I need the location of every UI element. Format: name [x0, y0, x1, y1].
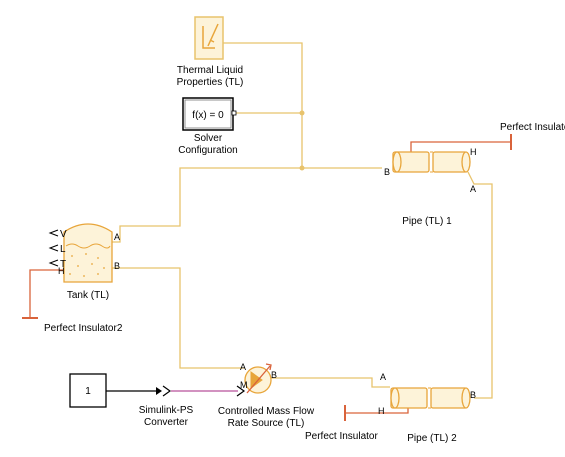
- flow-direction-icon: [250, 371, 263, 389]
- signal-arrowhead: [156, 387, 162, 395]
- source-pipe2-connection-line[interactable]: [270, 377, 390, 388]
- source-label: Controlled Mass Flow: [218, 406, 315, 417]
- tank-b-connection-line[interactable]: [112, 267, 245, 369]
- perfect-insulator1-label: Perfect Insulator1: [500, 122, 565, 133]
- thermal-liquid-properties-label: Thermal Liquid: [177, 65, 243, 76]
- perfect-insulator-label: Perfect Insulator: [305, 431, 378, 442]
- pipe1-port-a: A: [470, 184, 476, 194]
- solver-configuration-label-2: Configuration: [178, 145, 237, 156]
- pipe1-port-b: B: [384, 167, 390, 177]
- pipe1-label: Pipe (TL) 1: [402, 216, 452, 227]
- physical-signal-arrow-icon: [236, 385, 246, 397]
- pipe1-port-h: H: [470, 147, 477, 157]
- tank-label: Tank (TL): [67, 290, 109, 301]
- tank-outputs: V L T: [48, 229, 67, 270]
- tank-output-t: T: [60, 259, 66, 270]
- junction-dot: [299, 165, 305, 171]
- pipe1-pipe2-connection-line[interactable]: [467, 171, 493, 399]
- source-port-m: M: [240, 380, 248, 390]
- pipe2-port-a: A: [380, 372, 386, 382]
- constant-value: 1: [85, 386, 91, 397]
- converter-label-2: Converter: [144, 417, 189, 428]
- tank-port-h: H: [58, 266, 65, 276]
- thermal-liquid-properties-block[interactable]: Thermal Liquid Properties (TL): [177, 16, 244, 88]
- source-port-a: A: [240, 362, 246, 372]
- controlled-mass-flow-source-block[interactable]: A B M Controlled Mass Flow Rate Source (…: [218, 362, 315, 429]
- tank-h-connection-line[interactable]: [29, 269, 64, 318]
- thermal-liquid-properties-label-2: Properties (TL): [177, 77, 244, 88]
- solver-configuration-block[interactable]: f(x) = 0 Solver Configuration: [178, 97, 238, 156]
- solver-expression: f(x) = 0: [192, 110, 224, 121]
- source-port-b: B: [271, 370, 277, 380]
- thermal-liquid-connections: [112, 42, 493, 399]
- converter-label: Simulink-PS: [139, 405, 194, 416]
- pipe2-label: Pipe (TL) 2: [407, 433, 457, 444]
- thermometer-icon: [202, 23, 219, 49]
- properties-connection-line[interactable]: [222, 42, 303, 168]
- pipe1-block[interactable]: B A H Pipe (TL) 1: [384, 147, 477, 227]
- simulink-ps-converter-block[interactable]: Simulink-PS Converter: [139, 385, 194, 428]
- constant-block[interactable]: 1: [69, 373, 107, 408]
- junction-dot: [299, 110, 305, 116]
- tank-port-b: B: [114, 261, 120, 271]
- tank-liquid-dots: [69, 253, 105, 277]
- pipe2-block[interactable]: A B H Pipe (TL) 2: [378, 372, 476, 444]
- tank-port-a: A: [114, 232, 120, 242]
- tank-block[interactable]: A B H V L T Tank (TL): [48, 223, 120, 301]
- tank-output-v: V: [60, 229, 67, 240]
- pipe2-port-h: H: [378, 406, 385, 416]
- tank-output-l: L: [60, 244, 66, 255]
- source-label-2: Rate Source (TL): [228, 418, 305, 429]
- tank-a-connection-line[interactable]: [112, 167, 302, 243]
- solver-configuration-label: Solver: [194, 133, 223, 144]
- pipe2-port-b: B: [470, 390, 476, 400]
- perfect-insulator2-label: Perfect Insulator2: [44, 323, 123, 334]
- control-arrow-icon: [246, 365, 271, 394]
